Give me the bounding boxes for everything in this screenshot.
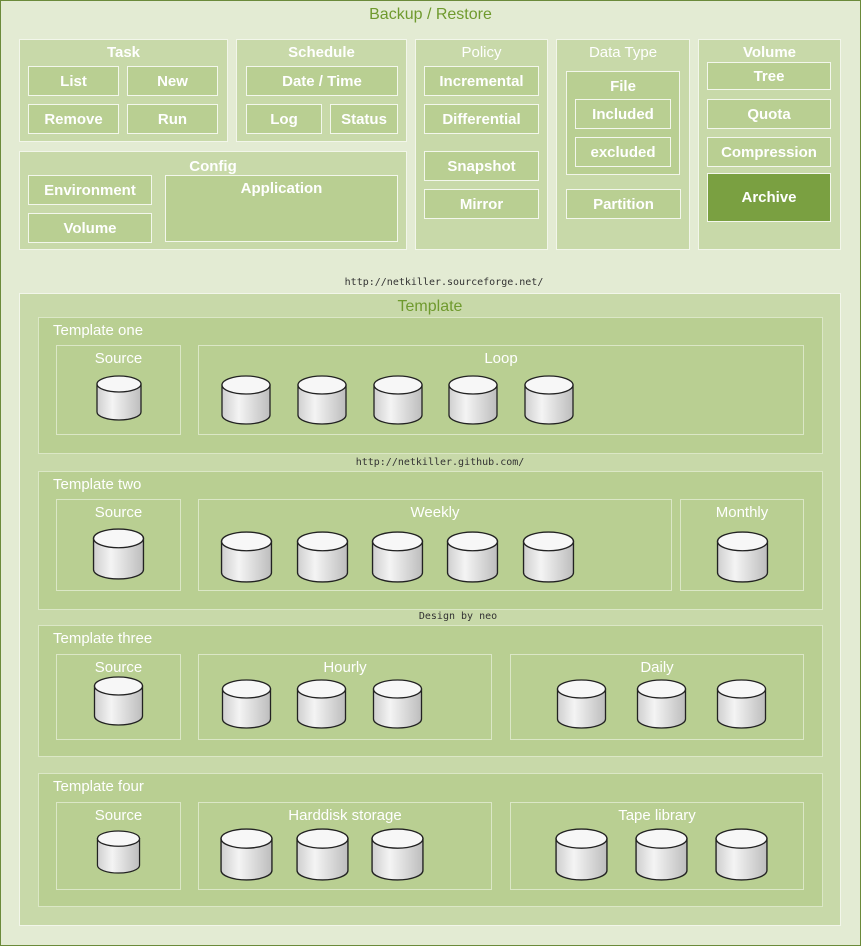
task-list-button[interactable]: List <box>28 66 119 96</box>
database-icon <box>296 828 349 881</box>
template-title: Template <box>397 298 463 315</box>
template-one-loop-label: Loop <box>484 350 518 367</box>
database-icon <box>220 828 273 881</box>
policy-incremental-button[interactable]: Incremental <box>424 66 539 96</box>
database-icon <box>221 375 271 425</box>
config-title: Config <box>189 158 237 175</box>
template-three-daily-label: Daily <box>640 659 674 676</box>
database-icon <box>556 679 607 729</box>
database-icon <box>96 830 141 874</box>
database-icon <box>372 679 423 729</box>
datatype-excluded-button[interactable]: excluded <box>575 137 671 167</box>
task-new-button[interactable]: New <box>127 66 218 96</box>
volume-title: Volume <box>742 44 797 61</box>
template-three-source-label: Source <box>94 659 143 676</box>
database-icon <box>716 679 767 729</box>
template-two-weekly: Weekly <box>198 499 672 591</box>
url-sourceforge: http://netkiller.sourceforge.net/ <box>344 277 544 288</box>
template-one-loop: Loop <box>198 345 804 435</box>
database-icon <box>522 531 575 583</box>
database-icon <box>715 828 768 881</box>
database-icon <box>446 531 499 583</box>
database-icon <box>371 531 424 583</box>
policy-title: Policy <box>461 44 502 61</box>
database-icon <box>93 676 144 726</box>
config-application-button[interactable]: Application <box>165 175 398 242</box>
template-two-monthly-label: Monthly <box>715 504 769 521</box>
policy-snapshot-button[interactable]: Snapshot <box>424 151 539 181</box>
template-four-tape-label: Tape library <box>618 807 696 824</box>
task-title: Task <box>106 44 141 61</box>
volume-compression-button[interactable]: Compression <box>707 137 831 167</box>
database-icon <box>524 375 574 425</box>
diagram-title: Backup / Restore <box>369 6 492 23</box>
template-two-weekly-label: Weekly <box>410 504 460 521</box>
database-icon <box>296 679 347 729</box>
database-icon <box>96 375 142 421</box>
policy-mirror-button[interactable]: Mirror <box>424 189 539 219</box>
datatype-title: Data Type <box>588 44 658 61</box>
schedule-status-button[interactable]: Status <box>330 104 398 134</box>
template-one-name: Template one <box>53 322 144 339</box>
task-run-button[interactable]: Run <box>127 104 218 134</box>
template-four-harddisk-label: Harddisk storage <box>288 807 402 824</box>
template-two-name: Template two <box>53 476 142 493</box>
database-icon <box>92 528 145 580</box>
volume-archive-button[interactable]: Archive <box>707 173 831 222</box>
volume-quota-button[interactable]: Quota <box>707 99 831 129</box>
template-two-source-label: Source <box>94 504 143 521</box>
template-four-name: Template four <box>53 778 144 795</box>
database-icon <box>636 679 687 729</box>
database-icon <box>296 531 349 583</box>
template-three-name: Template three <box>53 630 153 647</box>
database-icon <box>221 679 272 729</box>
database-icon <box>716 531 769 583</box>
template-three-hourly-label: Hourly <box>323 659 367 676</box>
database-icon <box>297 375 347 425</box>
datatype-partition-button[interactable]: Partition <box>566 189 681 219</box>
policy-differential-button[interactable]: Differential <box>424 104 539 134</box>
database-icon <box>635 828 688 881</box>
config-environment-button[interactable]: Environment <box>28 175 152 205</box>
database-icon <box>555 828 608 881</box>
database-icon <box>371 828 424 881</box>
datatype-file-title: File <box>610 78 636 95</box>
datatype-included-button[interactable]: Included <box>575 99 671 129</box>
template-four-source-label: Source <box>94 807 143 824</box>
template-one-source-label: Source <box>94 350 143 367</box>
database-icon <box>448 375 498 425</box>
config-volume-button[interactable]: Volume <box>28 213 152 243</box>
schedule-title: Schedule <box>288 44 355 61</box>
database-icon <box>220 531 273 583</box>
schedule-datetime-button[interactable]: Date / Time <box>246 66 398 96</box>
url-github: http://netkiller.github.com/ <box>355 457 525 468</box>
schedule-log-button[interactable]: Log <box>246 104 322 134</box>
credit: Design by neo <box>418 611 498 622</box>
task-remove-button[interactable]: Remove <box>28 104 119 134</box>
volume-tree-button[interactable]: Tree <box>707 62 831 90</box>
database-icon <box>373 375 423 425</box>
